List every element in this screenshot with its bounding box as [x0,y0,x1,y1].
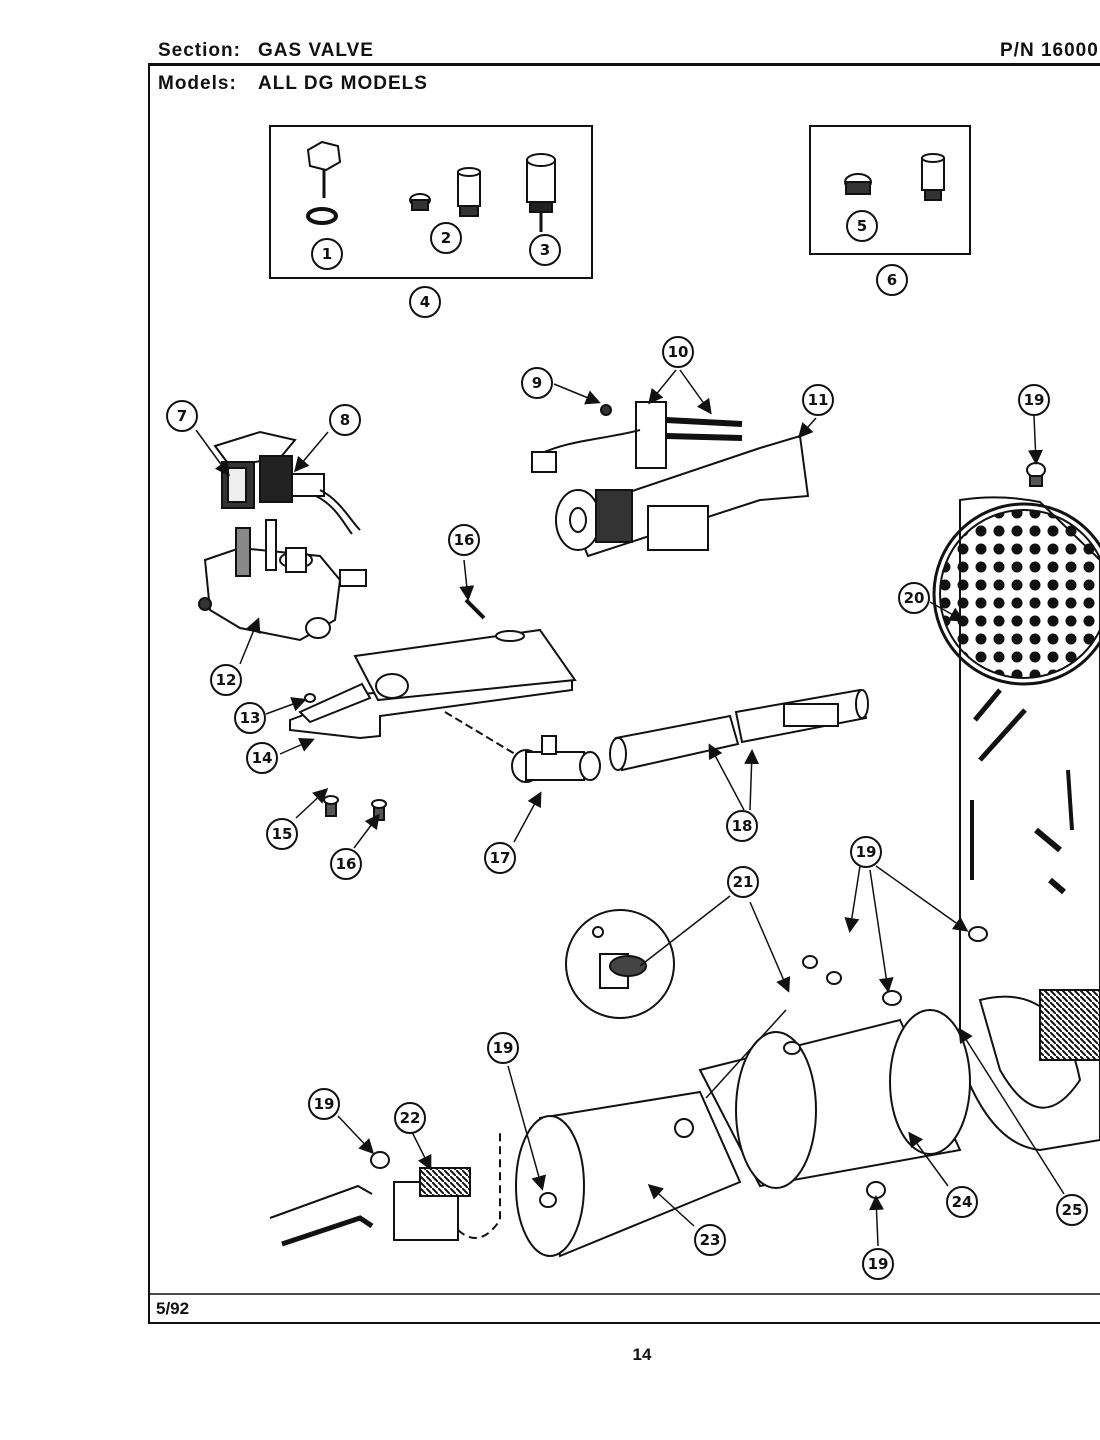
callout-23: 23 [700,1231,721,1249]
callout-19-bottom: 19 [868,1255,889,1273]
callout-19-top: 19 [1024,391,1045,409]
callout-10: 10 [668,343,689,361]
combustion-chamber [515,1009,971,1258]
page-number: 14 [633,1345,652,1364]
section-value: GAS VALVE [258,40,374,61]
callout-circles [166,210,1088,1280]
callout-25: 25 [1062,1201,1083,1219]
manifold-pipe [609,688,869,772]
callout-1: 1 [322,245,332,263]
callout-20: 20 [904,589,925,607]
callout-19-left: 19 [314,1095,335,1113]
section-label: Section: [158,40,241,61]
callout-2: 2 [441,229,451,247]
conversion-kit-box [809,125,971,255]
callout-19-chamber: 19 [493,1039,514,1057]
callout-15: 15 [272,825,293,843]
callout-6: 6 [887,271,897,289]
callout-21: 21 [733,873,754,891]
orifice-cap-part [306,140,342,225]
leader-lines [195,369,1065,1247]
valve-coils-part [213,430,361,535]
callout-16-bottom: 16 [336,855,357,873]
callout-22: 22 [400,1109,421,1127]
burner-orifice-part [526,153,556,232]
hood-orifice-part [409,167,481,217]
gas-valve-body [198,519,367,642]
callout-5: 5 [857,217,867,235]
callout-9: 9 [532,374,542,392]
callout-14: 14 [252,749,273,767]
callout-16-top: 16 [454,531,475,549]
callout-19-mid: 19 [856,843,877,861]
part-number: P/N 16000 [1000,40,1099,61]
burner-igniter-assembly [531,401,810,558]
callout-8: 8 [340,411,350,429]
orifice-kit-box [269,125,593,279]
callout-3: 3 [540,241,550,259]
callout-12: 12 [216,671,237,689]
rear-burner-panel [932,496,1100,1152]
flame-sensor-inset [565,909,675,1019]
valve-mounting-bracket [289,628,577,740]
footer-date: 5/92 [156,1299,189,1318]
gas-inlet-fitting [444,711,601,783]
lp-conversion-parts [844,153,945,201]
callout-11: 11 [808,391,829,409]
callout-17: 17 [490,849,511,867]
models-value: ALL DG MODELS [258,73,428,94]
mounting-screws-19 [370,462,1046,1208]
callout-24: 24 [952,1193,973,1211]
callout-4: 4 [420,293,430,311]
high-limit-switch [269,1130,501,1247]
callout-18: 18 [732,817,753,835]
callout-7: 7 [177,407,187,425]
callout-13: 13 [240,709,261,727]
models-label: Models: [158,73,237,94]
